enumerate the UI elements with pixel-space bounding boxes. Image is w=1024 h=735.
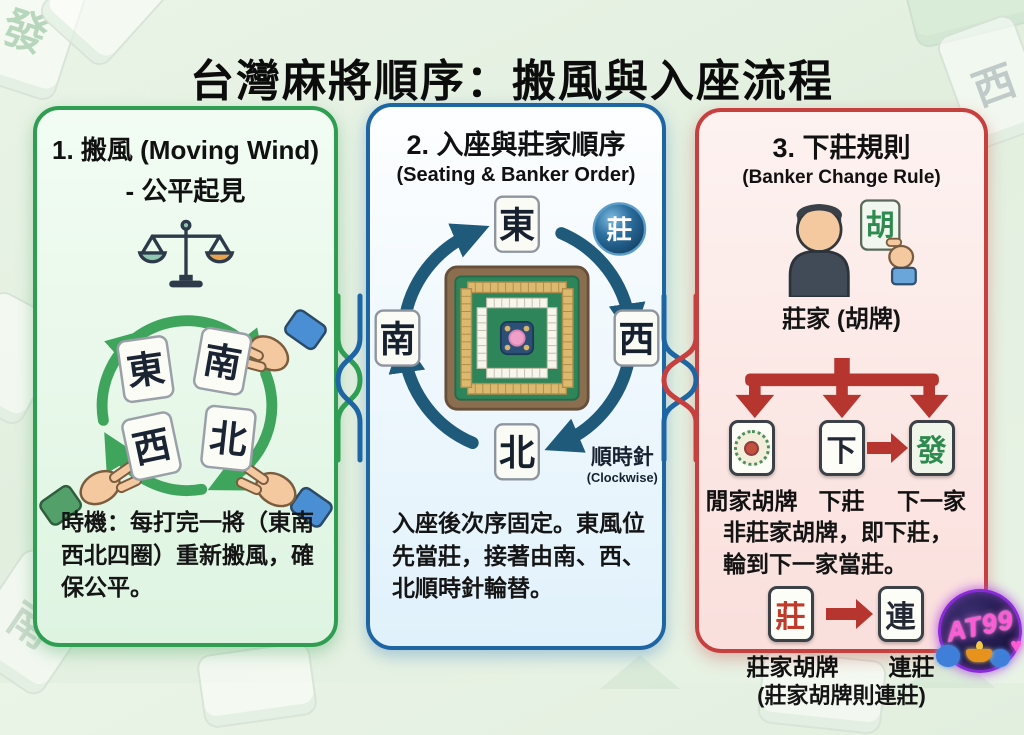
logo-decor-left [936, 645, 960, 667]
panel2-title: 2. 入座與莊家順序 [406, 130, 626, 160]
clockwise-arrows [388, 223, 646, 453]
xia-tile: 下 [818, 420, 865, 476]
panel1-subtitle: - 公平起見 [125, 176, 246, 206]
svg-text:莊: 莊 [607, 215, 633, 244]
seat-tile-east: 東 [494, 195, 540, 253]
svg-text:東: 東 [124, 346, 167, 393]
svg-text:南: 南 [200, 338, 244, 386]
clockwise-label-en: (Clockwise) [587, 470, 658, 485]
branch-label-2: 下一家 [897, 488, 966, 514]
tile-north: 北 [200, 404, 257, 472]
panel-moving-wind: 1. 搬風 (Moving Wind) - 公平起見 [33, 106, 338, 647]
seat-tile-south: 南 [374, 309, 421, 367]
svg-text:南: 南 [379, 318, 415, 359]
hand-bottom-right-icon [235, 463, 333, 528]
arrow-right-icon [866, 433, 908, 463]
holding-hand-icon [885, 237, 917, 286]
panel-connector-left [335, 293, 363, 463]
banker-label: 莊家 (胡牌) [782, 306, 901, 333]
tile-south: 南 [192, 326, 253, 396]
heart-icon: ♥ [1010, 635, 1022, 657]
panel3-note2: (莊家胡牌則連莊) [757, 683, 926, 709]
hu-tile: 胡 [859, 199, 901, 251]
zhuang-label: 莊家胡牌 [746, 654, 839, 681]
panel3-note1: 非莊家胡牌，即下莊，輪到下一家當莊。 [723, 519, 953, 578]
hand-bottom-left-icon [39, 461, 142, 526]
panel2-note: 入座後次序固定。東風位先當莊，接著由南、西、北順時針輪替。 [392, 510, 645, 602]
svg-text:胡: 胡 [865, 209, 894, 242]
lian-label: 連莊 [888, 654, 935, 681]
svg-text:東: 東 [499, 205, 535, 246]
panel1-note: 時機：每打完一將（東南西北四圈）重新搬風，確保公平。 [61, 509, 314, 601]
svg-text:西: 西 [618, 318, 654, 359]
fa-tile: 發 [908, 420, 955, 476]
dot-tile [728, 420, 775, 476]
branch-arrows [734, 358, 949, 419]
balance-scale-icon [137, 219, 234, 288]
banker-badge: 莊 [592, 202, 647, 256]
zhuang-tile: 莊 [767, 586, 814, 643]
logo-lamp-icon [966, 649, 992, 662]
logo-lamp-flame [976, 641, 983, 650]
panel-banker-change: 3. 下莊規則 (Banker Change Rule) 胡 莊家 (胡牌) [695, 108, 988, 708]
seating-cycle-diagram: 東 西 北 南 莊 順時針 (Clockwise) [374, 195, 660, 485]
panel-connector-right [661, 293, 699, 463]
svg-text:北: 北 [499, 432, 535, 473]
branch-label-1: 下莊 [818, 488, 865, 514]
tile-west: 西 [121, 411, 182, 481]
panel3-title: 3. 下莊規則 [772, 133, 911, 163]
mahjong-table [444, 265, 590, 411]
panel3-subtitle: (Banker Change Rule) [742, 167, 941, 188]
banker-keep-row: 莊 連 [712, 586, 972, 646]
seat-tile-west: 西 [613, 309, 660, 367]
clockwise-label: 順時針 [591, 445, 654, 469]
logo-decor-right [990, 649, 1010, 667]
branch-outcomes: 下 發 閒家胡牌 下莊 下一家 [706, 420, 972, 514]
page-title: 台灣麻將順序：搬風與入座流程 [190, 57, 834, 107]
banker-person-icon: 胡 [788, 199, 917, 297]
lian-tile: 連 [877, 586, 924, 643]
site-logo: AT99 ♥ [936, 583, 1024, 683]
svg-text:西: 西 [129, 423, 174, 472]
panel1-title: 1. 搬風 (Moving Wind) [52, 135, 319, 165]
panel-seating-order: 2. 入座與莊家順序 (Seating & Banker Order) [366, 103, 666, 650]
arrow-right-icon [825, 599, 873, 630]
moving-wind-diagram: 東 南 西 北 [39, 309, 333, 528]
dot-medallion [733, 430, 770, 466]
panel2-subtitle: (Seating & Banker Order) [396, 164, 636, 186]
svg-text:北: 北 [208, 416, 250, 462]
banker-keep-labels: 莊家胡牌 連莊 [712, 648, 972, 680]
bg-tile-blank-4 [195, 640, 319, 730]
tile-east: 東 [116, 335, 175, 404]
branch-label-0: 閒家胡牌 [705, 488, 798, 514]
bg-chevron-1 [600, 655, 680, 689]
seat-tile-north: 北 [494, 423, 540, 481]
